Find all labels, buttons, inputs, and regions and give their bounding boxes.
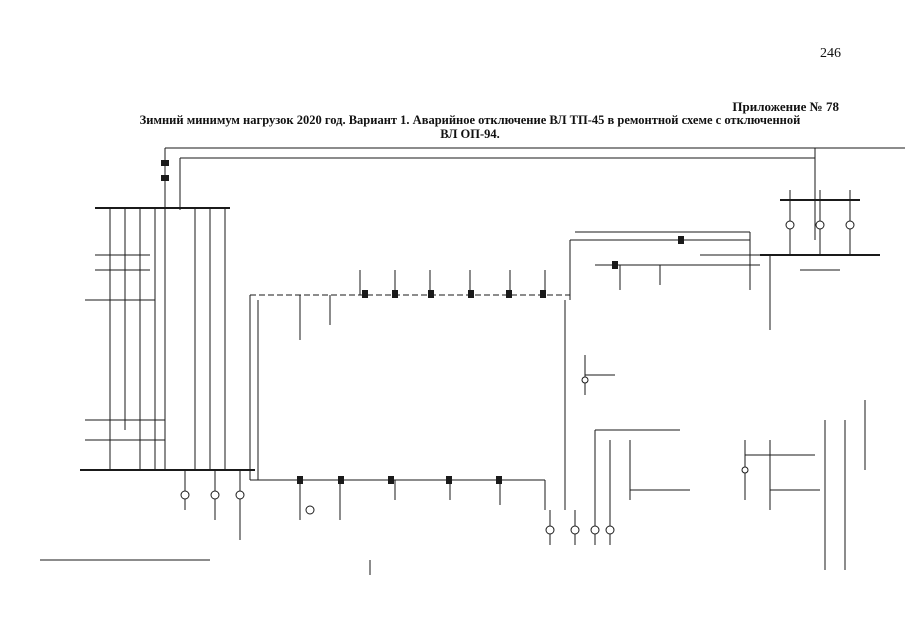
title-line-1: Зимний минимум нагрузок 2020 год. Вариан… bbox=[139, 113, 801, 127]
page-number: 246 bbox=[820, 46, 841, 61]
equipment-symbols bbox=[180, 220, 855, 535]
diagram-wires bbox=[40, 147, 905, 575]
breaker-marks bbox=[161, 160, 684, 484]
page-title: Зимний минимум нагрузок 2020 год. Вариан… bbox=[110, 113, 830, 141]
appendix-label: Приложение № 78 bbox=[732, 99, 839, 114]
title-line-2: ВЛ ОП-94. bbox=[440, 127, 500, 141]
